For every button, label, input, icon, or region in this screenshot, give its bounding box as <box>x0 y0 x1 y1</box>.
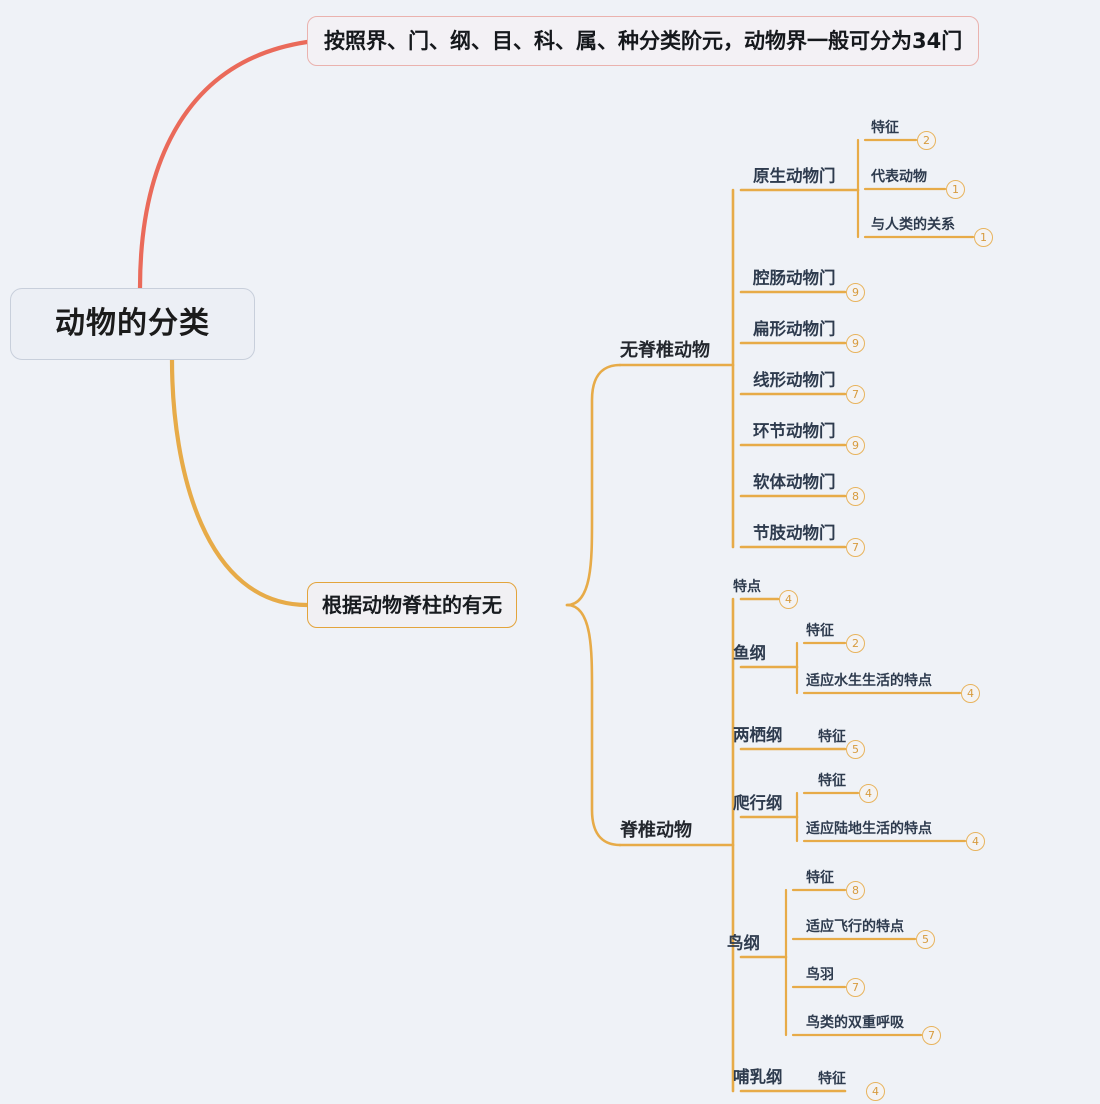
phylum-node-mollusca[interactable]: 软体动物门 <box>753 472 836 497</box>
badge-arthropoda[interactable]: 7 <box>846 538 865 557</box>
leaf-label-fish-aquatic-adaptation: 适应水生生活的特点 <box>806 673 932 689</box>
class-node-fish[interactable]: 鱼纲 <box>733 643 766 668</box>
phylum-label-nematoda: 线形动物门 <box>753 370 836 390</box>
phylum-label-protozoa: 原生动物门 <box>753 166 836 186</box>
badge-reptilia-traits[interactable]: 4 <box>859 784 878 803</box>
badge-coelenterata[interactable]: 9 <box>846 283 865 302</box>
phylum-label-platyhelminthes: 扁形动物门 <box>753 319 836 339</box>
leaf-node-mammalia-traits[interactable]: 特征 <box>818 1072 846 1091</box>
leaf-label-mammalia-traits: 特征 <box>818 1071 846 1087</box>
badge-aves-double-respiration[interactable]: 7 <box>922 1026 941 1045</box>
badge-mollusca[interactable]: 8 <box>846 487 865 506</box>
badge-amphibia-traits[interactable]: 5 <box>846 740 865 759</box>
leaf-node-protozoa-representatives[interactable]: 代表动物 <box>871 170 927 189</box>
badge-protozoa-traits[interactable]: 2 <box>917 131 936 150</box>
leaf-label-protozoa-human-relation: 与人类的关系 <box>871 217 955 233</box>
leaf-node-aves-feathers[interactable]: 鸟羽 <box>806 968 834 987</box>
badge-annelida[interactable]: 9 <box>846 436 865 455</box>
leaf-node-protozoa-human-relation[interactable]: 与人类的关系 <box>871 218 955 237</box>
class-node-amphibia[interactable]: 两栖纲 <box>733 725 783 750</box>
phylum-label-annelida: 环节动物门 <box>753 421 836 441</box>
leaf-node-fish-aquatic-adaptation[interactable]: 适应水生生活的特点 <box>806 674 932 693</box>
leaf-label-reptilia-traits: 特征 <box>818 773 846 789</box>
connector-root-to-branch <box>169 357 310 608</box>
class-label-reptilia: 爬行纲 <box>733 793 783 813</box>
root-node[interactable]: 动物的分类 <box>10 288 255 360</box>
leaf-node-reptilia-terrestrial-adaptation[interactable]: 适应陆地生活的特点 <box>806 822 932 841</box>
leaf-node-aves-traits[interactable]: 特征 <box>806 871 834 890</box>
group-node-invertebrate[interactable]: 无脊椎动物 <box>620 342 710 365</box>
phylum-node-nematoda[interactable]: 线形动物门 <box>753 370 836 395</box>
badge-fish-traits[interactable]: 2 <box>846 634 865 653</box>
leaf-label-protozoa-traits: 特征 <box>871 120 899 136</box>
phylum-node-protozoa[interactable]: 原生动物门 <box>753 166 836 191</box>
badge-protozoa-human-relation[interactable]: 1 <box>974 228 993 247</box>
banner-node-label: 按照界、门、纲、目、科、属、种分类阶元，动物界一般可分为34门 <box>324 28 963 53</box>
class-label-amphibia: 两栖纲 <box>733 725 783 745</box>
badge-fish-aquatic-adaptation[interactable]: 4 <box>961 684 980 703</box>
badge-mammalia-traits[interactable]: 4 <box>866 1082 885 1101</box>
leaf-node-vertebrate-features[interactable]: 特点 <box>733 580 761 599</box>
badge-reptilia-terrestrial-adaptation[interactable]: 4 <box>966 832 985 851</box>
phylum-node-coelenterata[interactable]: 腔肠动物门 <box>753 268 836 293</box>
leaf-node-aves-double-respiration[interactable]: 鸟类的双重呼吸 <box>806 1016 904 1035</box>
leaf-label-protozoa-representatives: 代表动物 <box>871 169 927 185</box>
branch-node-spine[interactable]: 根据动物脊柱的有无 <box>307 582 517 628</box>
badge-nematoda[interactable]: 7 <box>846 385 865 404</box>
leaf-node-amphibia-traits[interactable]: 特征 <box>818 730 846 749</box>
class-node-aves[interactable]: 鸟纲 <box>727 933 760 958</box>
phylum-label-arthropoda: 节肢动物门 <box>753 523 836 543</box>
leaf-node-protozoa-traits[interactable]: 特征 <box>871 121 899 140</box>
connector-branch-to-invertebrate <box>565 363 622 607</box>
leaf-node-reptilia-traits[interactable]: 特征 <box>818 774 846 793</box>
banner-node[interactable]: 按照界、门、纲、目、科、属、种分类阶元，动物界一般可分为34门 <box>307 16 980 66</box>
leaf-label-fish-traits: 特征 <box>806 623 834 639</box>
leaf-label-aves-double-respiration: 鸟类的双重呼吸 <box>806 1015 904 1031</box>
leaf-label-reptilia-terrestrial-adaptation: 适应陆地生活的特点 <box>806 821 932 837</box>
leaf-label-amphibia-traits: 特征 <box>818 729 846 745</box>
badge-aves-flight-adaptation[interactable]: 5 <box>916 930 935 949</box>
leaf-node-aves-flight-adaptation[interactable]: 适应飞行的特点 <box>806 920 904 939</box>
root-node-label: 动物的分类 <box>55 306 210 341</box>
phylum-node-arthropoda[interactable]: 节肢动物门 <box>753 523 836 548</box>
badge-aves-feathers[interactable]: 7 <box>846 978 865 997</box>
badge-vertebrate-features[interactable]: 4 <box>779 590 798 609</box>
leaf-label-aves-feathers: 鸟羽 <box>806 967 834 983</box>
phylum-node-platyhelminthes[interactable]: 扁形动物门 <box>753 319 836 344</box>
leaf-label-aves-flight-adaptation: 适应飞行的特点 <box>806 919 904 935</box>
class-node-mammalia[interactable]: 哺乳纲 <box>733 1067 783 1092</box>
phylum-label-coelenterata: 腔肠动物门 <box>753 268 836 288</box>
connector-branch-to-vertebrate <box>565 603 622 847</box>
leaf-label-aves-traits: 特征 <box>806 870 834 886</box>
phylum-node-annelida[interactable]: 环节动物门 <box>753 421 836 446</box>
class-label-aves: 鸟纲 <box>727 933 760 953</box>
connector-root-to-banner <box>137 39 310 291</box>
class-node-reptilia[interactable]: 爬行纲 <box>733 793 783 818</box>
badge-protozoa-representatives[interactable]: 1 <box>946 180 965 199</box>
branch-node-label: 根据动物脊柱的有无 <box>322 593 502 617</box>
badge-platyhelminthes[interactable]: 9 <box>846 334 865 353</box>
class-label-fish: 鱼纲 <box>733 643 766 663</box>
leaf-label-vertebrate-features: 特点 <box>733 579 761 595</box>
phylum-label-mollusca: 软体动物门 <box>753 472 836 492</box>
group-label-invertebrate: 无脊椎动物 <box>620 340 710 361</box>
class-label-mammalia: 哺乳纲 <box>733 1067 783 1087</box>
badge-aves-traits[interactable]: 8 <box>846 881 865 900</box>
group-node-vertebrate[interactable]: 脊椎动物 <box>620 822 692 845</box>
group-label-vertebrate: 脊椎动物 <box>620 820 692 841</box>
leaf-node-fish-traits[interactable]: 特征 <box>806 624 834 643</box>
